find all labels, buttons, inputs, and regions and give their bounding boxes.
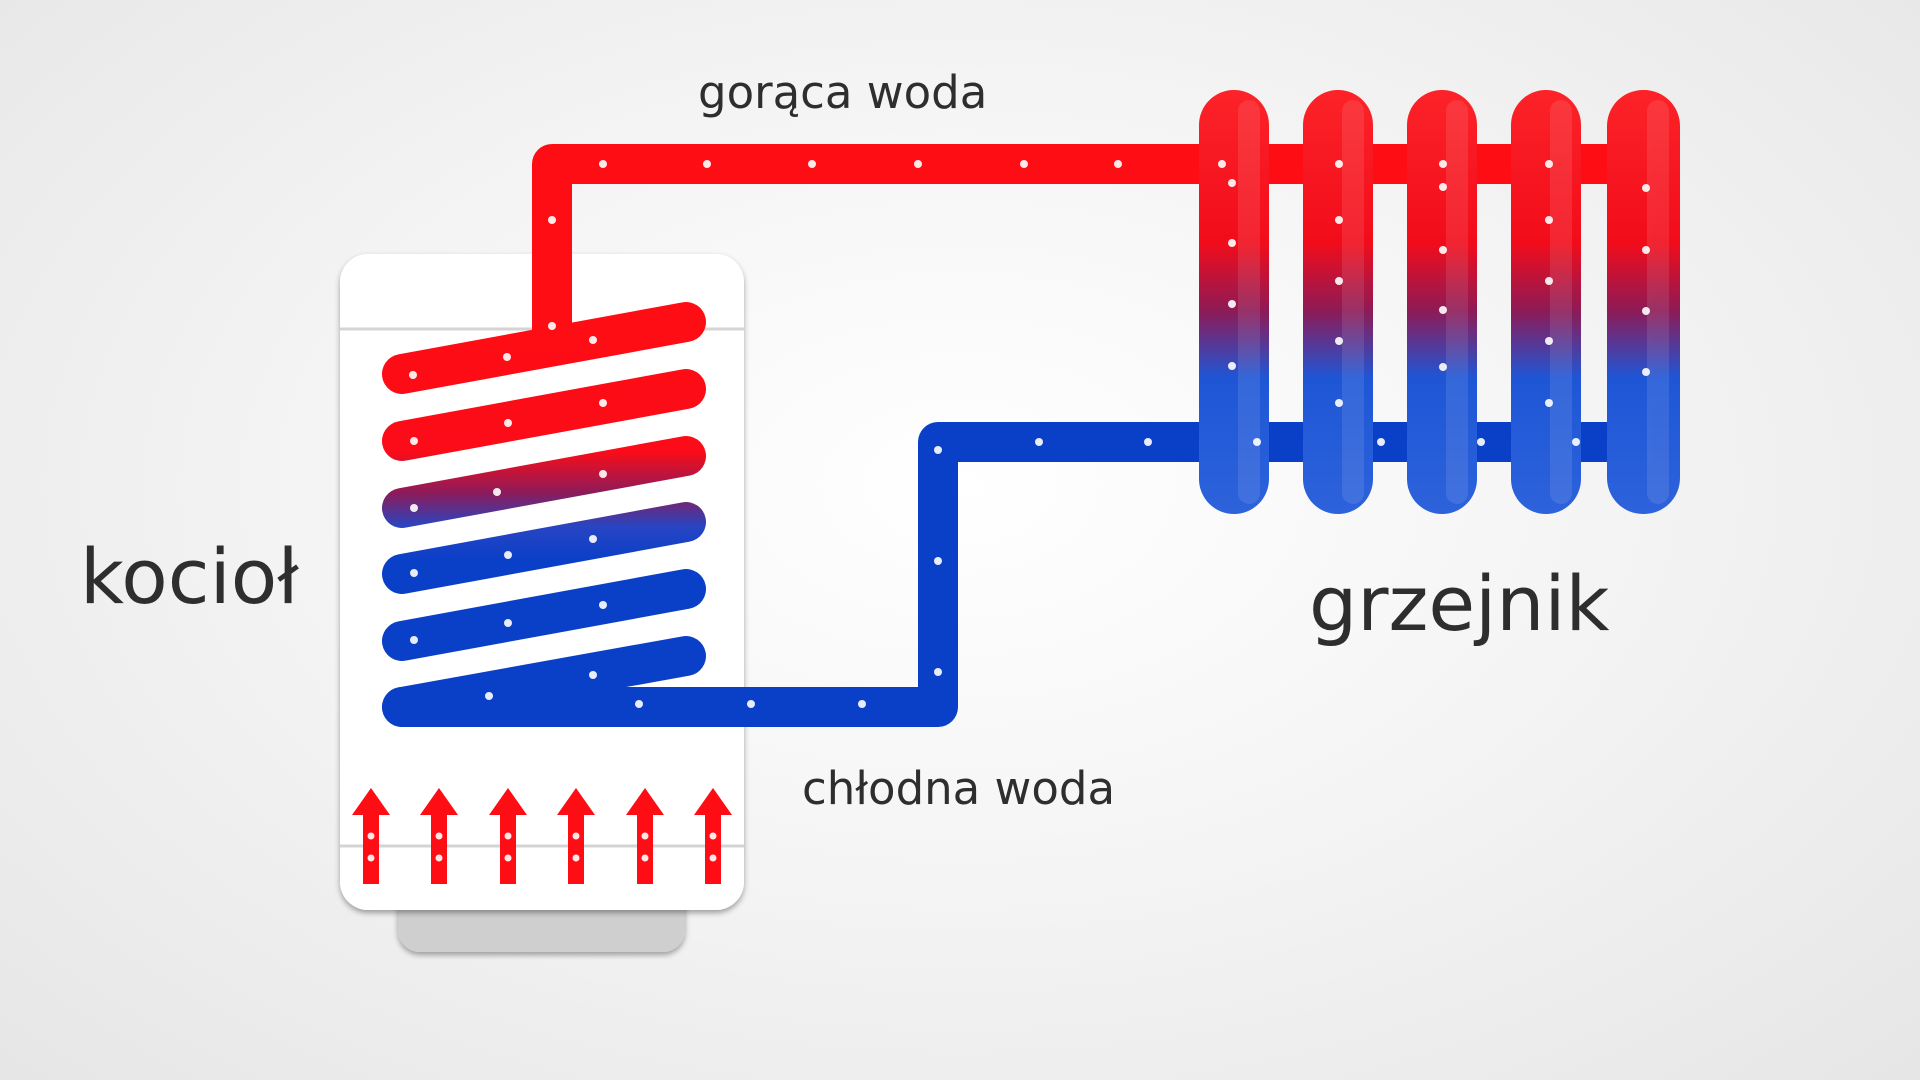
radiator-column — [1407, 90, 1477, 514]
cold-water-pipe — [600, 422, 1252, 727]
heating-coil — [382, 302, 706, 727]
radiator-column — [1511, 90, 1581, 514]
water-particles — [367, 160, 1650, 862]
radiator-label: grzejnik — [1309, 559, 1610, 648]
radiator — [1199, 90, 1680, 514]
radiator-column — [1303, 90, 1373, 514]
hot-water-label: gorąca woda — [698, 66, 988, 119]
hot-water-pipe — [532, 144, 1252, 354]
cold-water-label: chłodna woda — [802, 762, 1116, 815]
boiler-label: kocioł — [80, 532, 299, 621]
radiator-column — [1607, 90, 1680, 514]
